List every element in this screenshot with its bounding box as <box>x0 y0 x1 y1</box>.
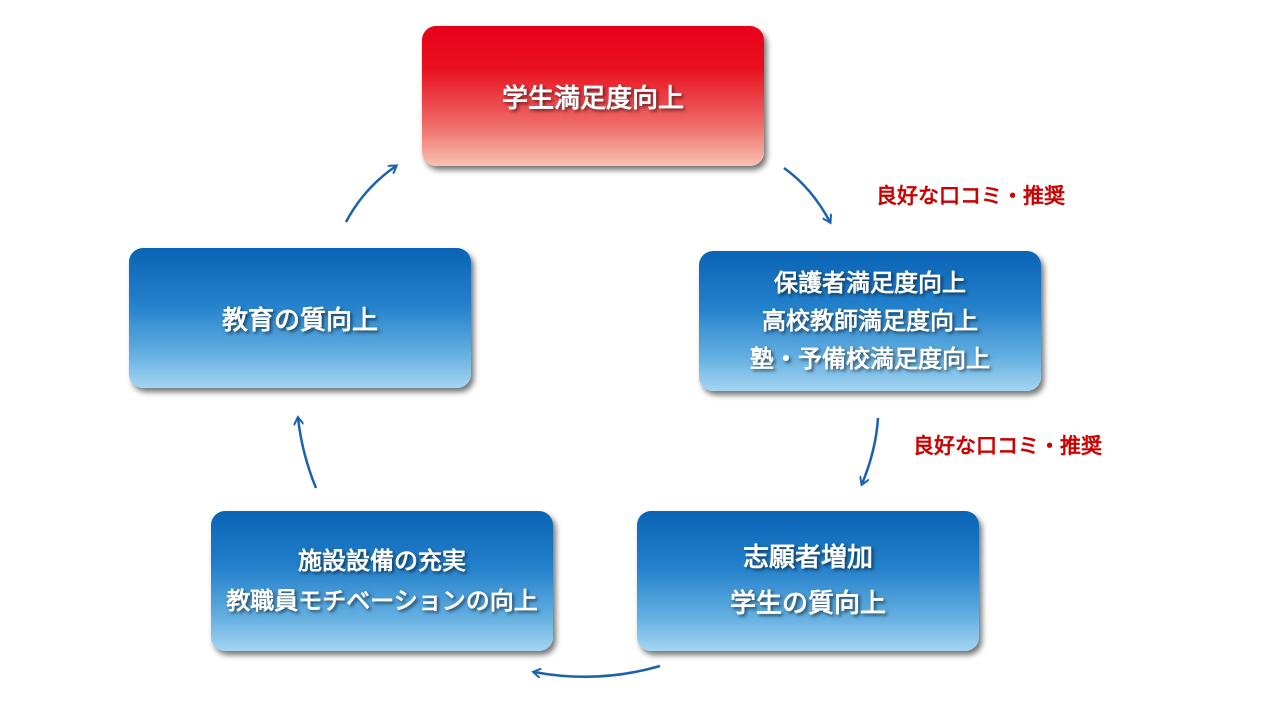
node-education-quality: 教育の質向上 <box>129 248 471 388</box>
node-label: 学生満足度向上 <box>501 83 684 114</box>
edge-label-word-of-mouth: 良好な口コミ・推奨 <box>876 184 1065 208</box>
arrow-top-to-right <box>783 166 830 222</box>
node-label: 塾・予備校満足度向上 <box>750 345 990 373</box>
node-label: 学生の質向上 <box>729 589 886 619</box>
node-stakeholder-satisfaction: 保護者満足度向上 高校教師満足度向上 塾・予備校満足度向上 <box>699 251 1041 391</box>
node-label: 高校教師満足度向上 <box>762 307 978 335</box>
arrow-left-to-top <box>344 166 396 223</box>
node-label: 志願者増加 <box>742 543 873 573</box>
node-label: 保護者満足度向上 <box>774 269 966 297</box>
node-facility-improvement: 施設設備の充実 教職員モチベーションの向上 <box>211 511 553 651</box>
edge-label-word-of-mouth: 良好な口コミ・推奨 <box>913 434 1102 458</box>
arrow-bottom-right-to-bottom-left <box>534 664 661 677</box>
arrow-right-to-bottom-right <box>862 417 880 484</box>
node-label: 教育の質向上 <box>221 305 378 336</box>
node-applicant-increase: 志願者増加 学生の質向上 <box>637 511 979 651</box>
node-student-satisfaction: 学生満足度向上 <box>422 26 764 166</box>
node-label: 教職員モチベーションの向上 <box>226 587 538 615</box>
arrow-bottom-left-to-left <box>298 418 318 489</box>
node-label: 施設設備の充実 <box>298 547 466 575</box>
